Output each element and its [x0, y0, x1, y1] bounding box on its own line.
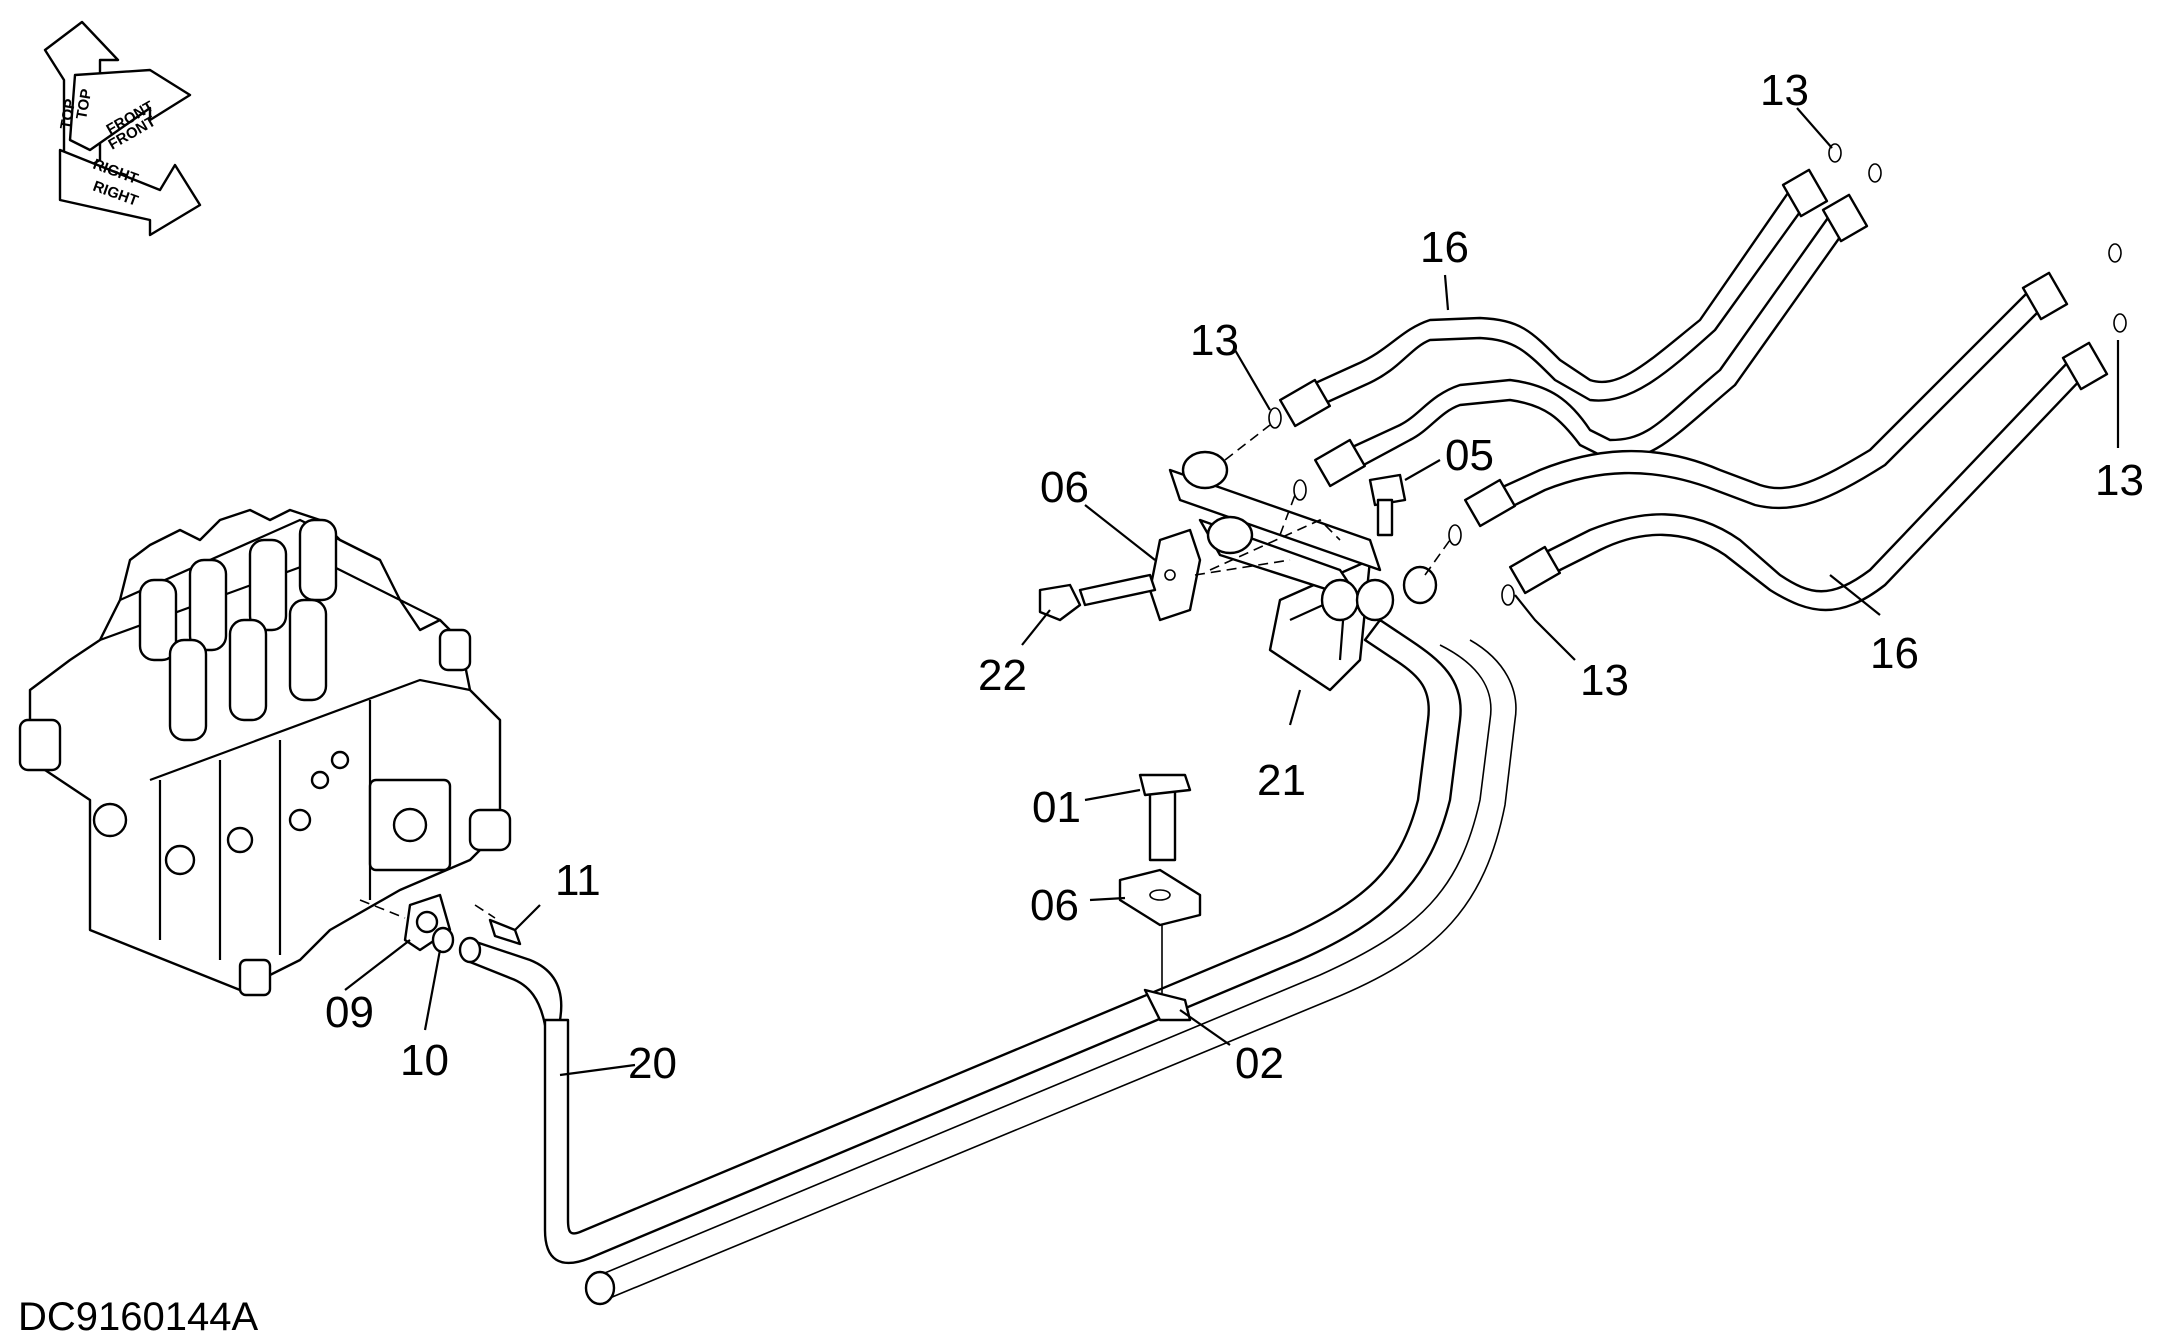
pipe-clamp-lower	[1118, 773, 1202, 1022]
callout-13-right: 13	[2095, 456, 2144, 505]
callout-13-mid: 13	[1580, 656, 1629, 705]
callout-10: 10	[400, 1036, 449, 1085]
callout-21: 21	[1257, 756, 1306, 805]
callout-01: 01	[1032, 783, 1081, 832]
control-valve-block	[18, 508, 512, 997]
callout-05: 05	[1445, 431, 1494, 480]
bolt-05	[1368, 473, 1407, 537]
callout-16-right: 16	[1870, 629, 1919, 678]
pipe-20	[543, 618, 1517, 1306]
callout-20: 20	[628, 1039, 677, 1088]
callout-06-upper: 06	[1040, 463, 1089, 512]
hoses-16	[1224, 143, 2127, 612]
callout-02: 02	[1235, 1039, 1284, 1088]
callout-11: 11	[555, 856, 601, 905]
callout-13-left: 13	[1190, 316, 1239, 365]
callouts: 13 16 13 05 06 13 13 16 22 21 01 06 11 0…	[325, 66, 2144, 1088]
figure-id: DC9160144A	[18, 1295, 258, 1339]
valve-port-fitting	[359, 893, 563, 1027]
orientation-arrows: TOP TOP FRONT FRONT RIGHT RIGHT	[43, 20, 202, 237]
pipe-clamp-upper	[1038, 528, 1291, 622]
label-top-upper: TOP	[73, 88, 95, 121]
manifold-bracket	[1168, 450, 1438, 692]
label-top-lower: TOP	[57, 98, 79, 131]
leader-lines	[344, 107, 2120, 1077]
callout-16-top: 16	[1420, 223, 1469, 272]
callout-09: 09	[325, 988, 374, 1037]
callout-13-top: 13	[1760, 66, 1809, 115]
callout-06-lower: 06	[1030, 881, 1079, 930]
callout-22: 22	[978, 651, 1027, 700]
